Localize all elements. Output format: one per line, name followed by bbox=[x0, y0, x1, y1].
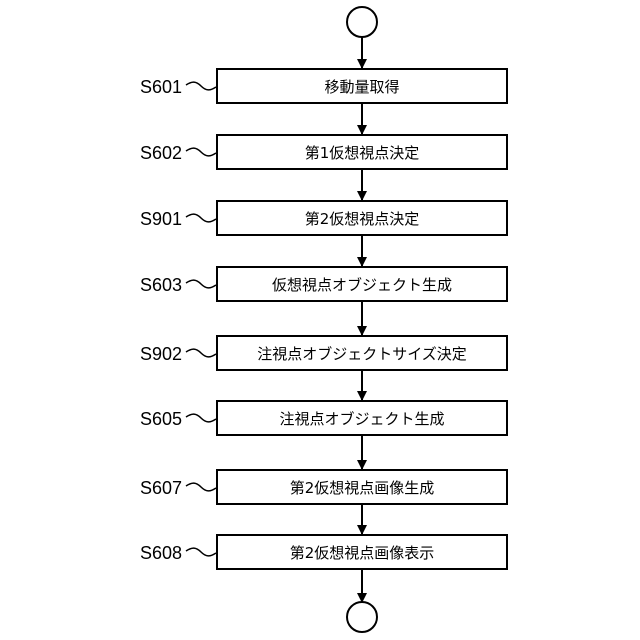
step-box: 第2仮想視点画像生成 bbox=[216, 469, 508, 505]
start-terminal bbox=[347, 7, 377, 37]
step-id: S608 bbox=[118, 543, 182, 563]
step-leader-line bbox=[186, 214, 216, 222]
step-id: S601 bbox=[118, 77, 182, 97]
step-box: 注視点オブジェクトサイズ決定 bbox=[216, 335, 508, 371]
step-box: 移動量取得 bbox=[216, 68, 508, 104]
step-leader-line bbox=[186, 548, 216, 556]
step-box: 第1仮想視点決定 bbox=[216, 134, 508, 170]
step-leader-line bbox=[186, 280, 216, 288]
step-box: 仮想視点オブジェクト生成 bbox=[216, 266, 508, 302]
step-leader-lines bbox=[186, 82, 216, 556]
step-box: 第2仮想視点画像表示 bbox=[216, 534, 508, 570]
step-box: 注視点オブジェクト生成 bbox=[216, 400, 508, 436]
step-id: S607 bbox=[118, 478, 182, 498]
step-leader-line bbox=[186, 414, 216, 422]
step-id: S901 bbox=[118, 209, 182, 229]
step-leader-line bbox=[186, 349, 216, 357]
step-leader-line bbox=[186, 483, 216, 491]
step-id: S902 bbox=[118, 344, 182, 364]
step-id: S605 bbox=[118, 409, 182, 429]
step-id: S602 bbox=[118, 143, 182, 163]
step-leader-line bbox=[186, 82, 216, 90]
step-box: 第2仮想視点決定 bbox=[216, 200, 508, 236]
end-terminal bbox=[347, 602, 377, 632]
step-leader-line bbox=[186, 148, 216, 156]
step-id: S603 bbox=[118, 275, 182, 295]
